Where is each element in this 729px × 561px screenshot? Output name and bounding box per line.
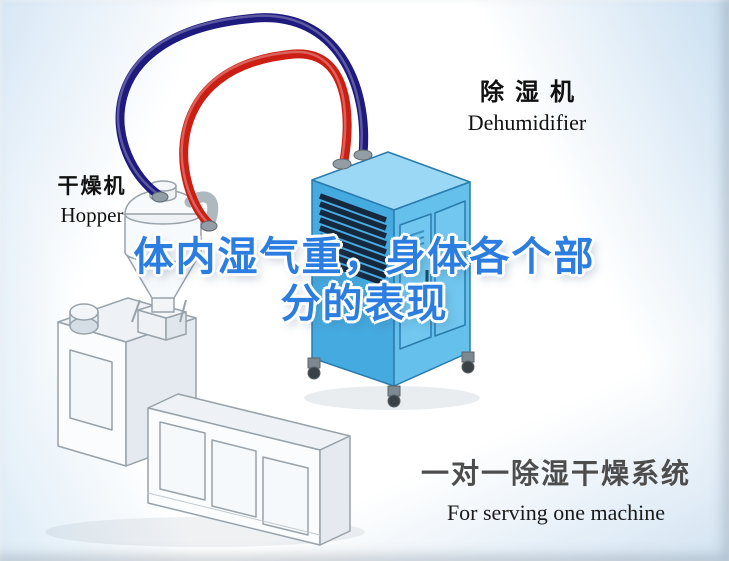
headline-line-2: 分的表现	[280, 282, 449, 326]
gearbox-door-panel	[69, 349, 113, 431]
hopper-body	[124, 213, 202, 263]
caster-wheels	[307, 351, 475, 408]
cabinet-door-3	[262, 456, 309, 536]
hopper-label-en: Hopper	[60, 203, 124, 227]
dehumidifier-label: 除湿机 Dehumidifier	[452, 72, 602, 136]
dehumidifier-blue-fitting	[353, 149, 373, 161]
cabinet-door-1	[159, 421, 206, 501]
hose-fittings	[151, 149, 373, 232]
dehumidifier-unit	[307, 151, 475, 408]
hopper-label-cn: 干燥机	[57, 175, 127, 198]
vent-grille	[319, 193, 387, 287]
caster-wheel	[307, 366, 321, 380]
footer-label-en: For serving one machine	[446, 500, 666, 525]
caster-wheel	[387, 394, 401, 408]
footer-label-cn: 一对一除湿干燥系统	[420, 458, 691, 489]
dehumidifier-red-fitting	[332, 158, 352, 170]
dehumidifier-door-2	[434, 200, 466, 337]
hopper-label: 干燥机 Hopper	[46, 170, 138, 228]
headline: 体内湿气重，身体各个部 分的表现	[0, 234, 729, 328]
dehumidifier-label-cn: 除湿机	[480, 79, 585, 106]
door-grille	[405, 230, 425, 256]
hose-red	[179, 49, 352, 229]
door-label-plate	[446, 235, 458, 254]
headline-line-1: 体内湿气重，身体各个部	[133, 235, 596, 279]
cabinet-door-2	[211, 439, 257, 518]
hopper-strut-right	[179, 299, 187, 323]
hopper-strut-left	[131, 299, 141, 323]
hose-blue-highlight	[116, 14, 363, 196]
dehumidifier-label-en: Dehumidifier	[467, 110, 587, 135]
cabinet-kickline	[147, 492, 321, 536]
hose-blue	[115, 13, 369, 201]
blower-cap	[69, 303, 99, 321]
footer-label: 一对一除湿干燥系统 For serving one machine	[398, 452, 714, 526]
cabinet-end-face	[319, 435, 351, 546]
caster-wheel	[461, 360, 475, 374]
hopper-red-fitting	[200, 220, 218, 232]
hopper-blue-fitting	[151, 191, 169, 203]
hose-red-highlight	[180, 50, 347, 224]
extruder-machine	[57, 297, 351, 546]
